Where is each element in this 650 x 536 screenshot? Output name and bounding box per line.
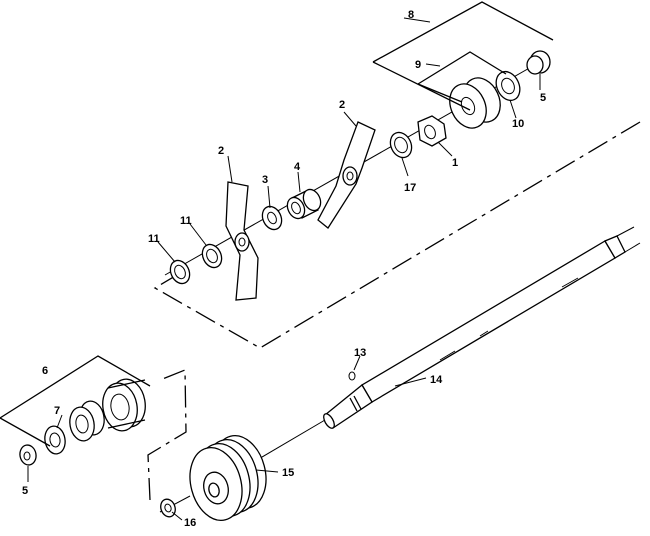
bracket-9 <box>417 51 507 85</box>
bearing-sleeve <box>69 400 105 442</box>
blade-right <box>317 121 376 229</box>
main-shaft <box>323 226 641 429</box>
nut-1 <box>417 115 447 147</box>
leader-lines <box>27 17 541 521</box>
callout-15: 15 <box>282 467 294 479</box>
callout-3: 3 <box>262 174 268 186</box>
callout-5-upper: 5 <box>540 92 546 104</box>
bracket-6 <box>0 355 151 419</box>
callout-17: 17 <box>404 182 416 194</box>
callout-4: 4 <box>294 161 301 173</box>
callout-5-lower: 5 <box>22 485 28 497</box>
lower-pulley-outline <box>147 369 187 501</box>
washer-11a <box>169 259 191 285</box>
hub-4 <box>286 188 322 220</box>
washer-17 <box>389 131 413 159</box>
pulley <box>189 435 267 521</box>
callout-9: 9 <box>415 59 421 71</box>
callout-labels: 1 2 2 3 4 5 5 6 7 8 9 10 11 11 13 14 15 … <box>22 9 546 529</box>
callout-2-left: 2 <box>218 145 224 157</box>
callout-1: 1 <box>452 157 458 169</box>
washer-16 <box>160 498 176 518</box>
washer-11b <box>201 243 223 269</box>
spacer-3 <box>261 205 283 231</box>
callout-2-right: 2 <box>339 99 345 111</box>
callout-8: 8 <box>408 9 414 21</box>
cap-5-lower <box>19 444 37 466</box>
callout-11-left: 11 <box>148 233 160 245</box>
bearing-housing <box>102 378 146 432</box>
callout-10: 10 <box>512 118 524 130</box>
callout-16: 16 <box>184 517 196 529</box>
callout-6: 6 <box>42 365 48 377</box>
washer-7 <box>44 425 66 455</box>
callout-13: 13 <box>354 347 366 359</box>
callout-11-right: 11 <box>180 215 192 227</box>
bearing-10 <box>495 70 521 102</box>
housing-9 <box>449 77 501 129</box>
roll-pin-13 <box>348 371 356 381</box>
blade-left <box>225 181 259 301</box>
bracket-8 <box>372 1 554 63</box>
callout-7: 7 <box>54 405 60 417</box>
cap-5-upper <box>526 50 551 75</box>
callout-14: 14 <box>430 374 443 386</box>
